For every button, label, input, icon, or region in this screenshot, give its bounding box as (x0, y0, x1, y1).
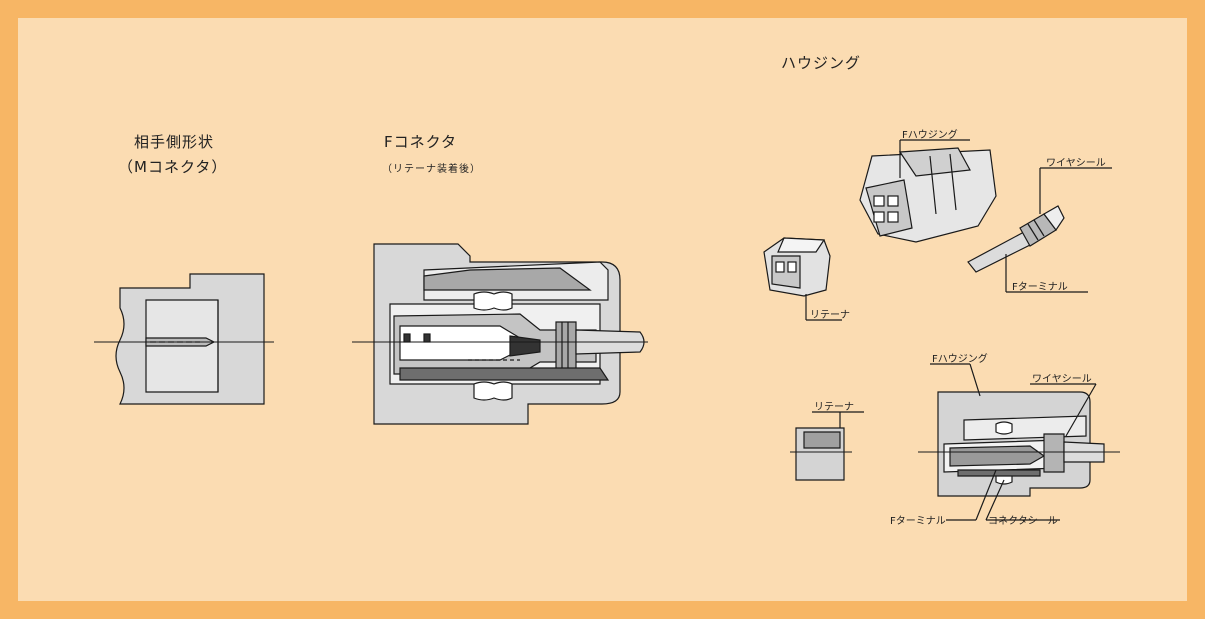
mating-shape-title: 相手側形状 (134, 133, 215, 151)
terminal-wire-seal-3d-drawing (967, 167, 1112, 293)
retainer-3d-drawing (763, 237, 842, 321)
f-terminal-label-top: Fターミナル (1012, 282, 1068, 293)
f-connector-drawing (352, 243, 648, 425)
m-connector-drawing (94, 273, 274, 405)
m-connector-subtitle: （Mコネクタ） (118, 158, 228, 176)
exploded-section-drawing (790, 363, 1120, 521)
housing-heading: ハウジング (781, 54, 862, 72)
f-housing-3d-drawing (859, 139, 997, 243)
connector-seal-label: コネクタシール (988, 516, 1058, 527)
retainer-label-top: リテーナ (810, 310, 850, 321)
retainer-label-bottom: リテーナ (814, 402, 854, 413)
f-housing-label-top: Fハウジング (902, 130, 958, 141)
after-retainer-subtitle: （リテーナ装着後） (382, 164, 481, 175)
f-connector-title: Fコネクタ (384, 133, 458, 151)
f-housing-label-bottom: Fハウジング (932, 354, 988, 365)
f-terminal-label-bottom: Fターミナル (890, 516, 946, 527)
wire-seal-label-bottom: ワイヤシール (1032, 374, 1092, 385)
wire-seal-label-top: ワイヤシール (1046, 158, 1106, 169)
